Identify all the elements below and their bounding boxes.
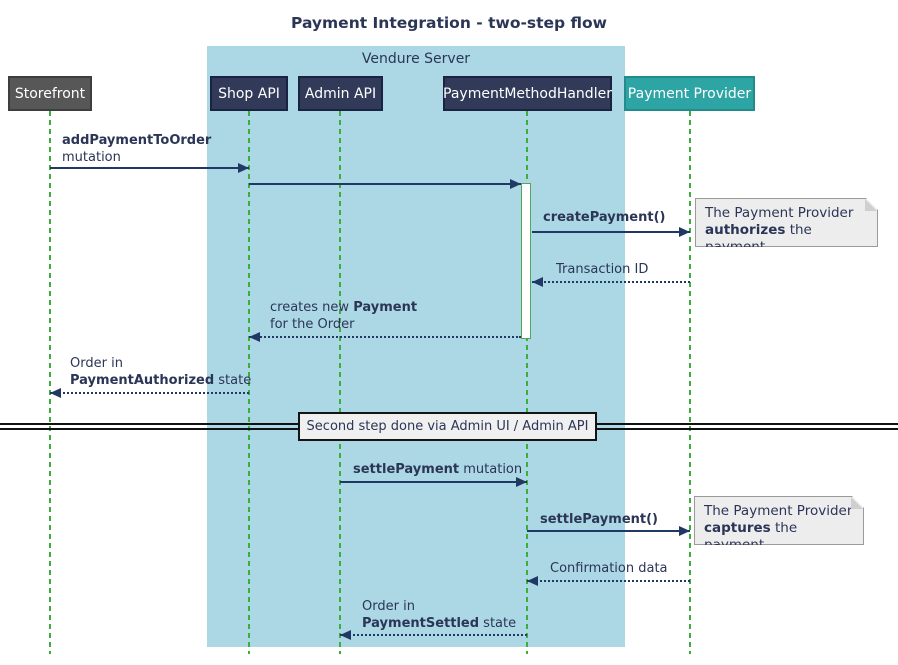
message-label-order-settled: Order in PaymentSettled state bbox=[362, 599, 517, 631]
participant-payment-method-handler: PaymentMethodHandler bbox=[443, 76, 612, 111]
message-line-confirmation-data bbox=[527, 580, 690, 582]
message-label-order-authorized: Order in PaymentAuthorized state bbox=[70, 356, 252, 388]
message-label-settle-mutation: settlePayment mutation bbox=[353, 462, 523, 477]
message-line-settle-mutation bbox=[340, 481, 527, 483]
arrowhead-left-icon bbox=[50, 388, 61, 398]
arrowhead-left-icon bbox=[532, 277, 543, 287]
message-line-creates-payment bbox=[249, 336, 521, 338]
arrowhead-right-icon bbox=[238, 163, 249, 173]
activation-bar-payment-method-handler bbox=[521, 183, 531, 339]
message-label-transaction-id: Transaction ID bbox=[556, 262, 649, 277]
arrowhead-left-icon bbox=[340, 630, 351, 640]
lifeline-shop-api bbox=[248, 111, 250, 654]
lifeline-payment-provider bbox=[689, 111, 691, 654]
message-label-settle-call: settlePayment() bbox=[540, 512, 658, 527]
message-line-order-authorized bbox=[50, 392, 249, 394]
message-label-creates-payment: creates new Payment for the Order bbox=[270, 300, 418, 332]
lifeline-payment-method-handler bbox=[526, 111, 528, 654]
note-fold-icon bbox=[865, 199, 877, 211]
arrowhead-right-icon bbox=[679, 227, 690, 237]
participant-shop-api: Shop API bbox=[210, 76, 288, 111]
message-line-create-payment bbox=[532, 231, 690, 233]
message-line-add-payment bbox=[50, 167, 249, 169]
message-label-confirmation-data: Confirmation data bbox=[550, 561, 668, 576]
diagram-title: Payment Integration - two-step flow bbox=[291, 14, 607, 32]
message-line-shop-to-handler bbox=[249, 183, 521, 185]
divider-label: Second step done via Admin UI / Admin AP… bbox=[298, 412, 597, 441]
arrowhead-right-icon bbox=[516, 477, 527, 487]
vendure-server-frame-label: Vendure Server bbox=[361, 51, 471, 67]
message-line-settle-call bbox=[527, 530, 690, 532]
note-fold-icon bbox=[851, 497, 863, 509]
lifeline-storefront bbox=[49, 111, 51, 654]
note-authorizes: The Payment Provider authorizes the paym… bbox=[695, 198, 878, 247]
note-captures: The Payment Provider captures the paymen… bbox=[694, 496, 864, 545]
participant-admin-api: Admin API bbox=[298, 76, 383, 111]
lifeline-admin-api bbox=[339, 111, 341, 654]
message-line-order-settled bbox=[340, 634, 527, 636]
arrowhead-right-icon bbox=[510, 179, 521, 189]
participant-storefront: Storefront bbox=[8, 76, 92, 111]
vendure-server-frame bbox=[207, 46, 625, 647]
arrowhead-left-icon bbox=[249, 332, 260, 342]
arrowhead-right-icon bbox=[679, 526, 690, 536]
message-label-create-payment: createPayment() bbox=[543, 210, 666, 225]
message-label-add-payment: addPaymentToOrder mutation bbox=[62, 133, 212, 165]
message-line-transaction-id bbox=[532, 281, 690, 283]
arrowhead-left-icon bbox=[527, 576, 538, 586]
participant-payment-provider: Payment Provider bbox=[624, 76, 755, 111]
